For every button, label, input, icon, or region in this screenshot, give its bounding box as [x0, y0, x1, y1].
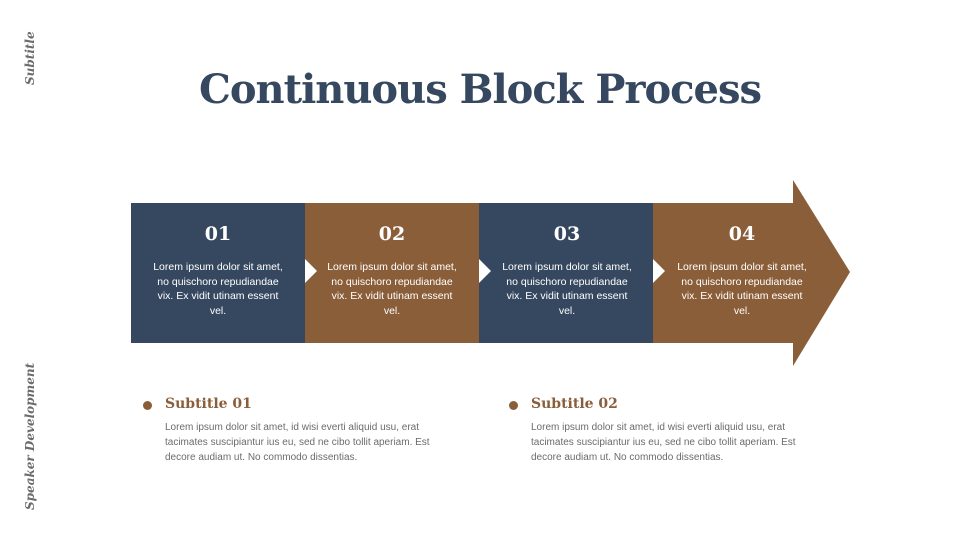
process-block-2 — [305, 203, 479, 343]
process-block-1 — [131, 203, 305, 343]
bullet-dot-icon — [509, 401, 518, 410]
process-step-1: 01 Lorem ipsum dolor sit amet, no quisch… — [131, 203, 305, 343]
step-text: Lorem ipsum dolor sit amet, no quischoro… — [677, 261, 807, 317]
subtitle-heading: Subtitle 01 — [165, 396, 252, 412]
process-step-4: 04 Lorem ipsum dolor sit amet, no quisch… — [655, 203, 829, 343]
process-step-2: 02 Lorem ipsum dolor sit amet, no quisch… — [305, 203, 479, 343]
step-text: Lorem ipsum dolor sit amet, no quischoro… — [502, 261, 632, 317]
step-number: 03 — [553, 223, 581, 245]
subtitle-text: Lorem ipsum dolor sit amet, id wisi ever… — [165, 422, 430, 463]
process-block-4-arrow — [653, 180, 850, 366]
subtitle-text: Lorem ipsum dolor sit amet, id wisi ever… — [531, 422, 796, 463]
step-number: 04 — [728, 223, 756, 245]
process-step-3: 03 Lorem ipsum dolor sit amet, no quisch… — [480, 203, 654, 343]
page-title: Continuous Block Process — [199, 66, 762, 113]
step-text: Lorem ipsum dolor sit amet, no quischoro… — [327, 261, 457, 317]
bullet-dot-icon — [143, 401, 152, 410]
process-block-3 — [479, 203, 653, 343]
step-text: Lorem ipsum dolor sit amet, no quischoro… — [153, 261, 283, 317]
subtitle-heading: Subtitle 02 — [531, 396, 618, 412]
step-number: 01 — [204, 223, 232, 245]
step-number: 02 — [378, 223, 406, 245]
